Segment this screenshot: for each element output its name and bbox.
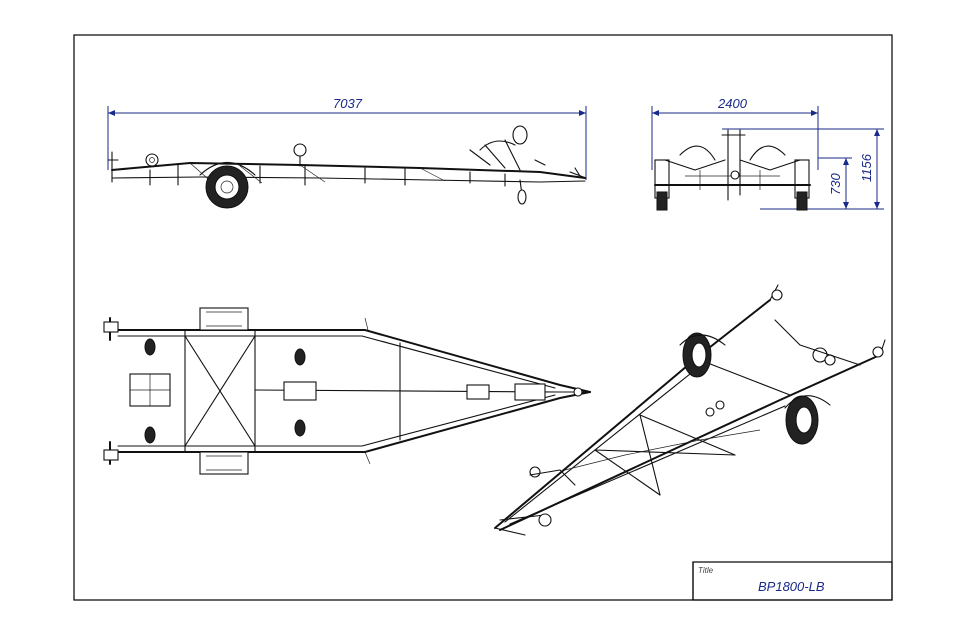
plan-wheel-left-icon bbox=[199, 307, 249, 331]
title-block-value: BP1800-LB bbox=[758, 579, 825, 594]
width-dimension-label: 2400 bbox=[717, 96, 748, 111]
height-bunk-dimension-label: 730 bbox=[828, 173, 843, 195]
plan-view bbox=[103, 307, 591, 475]
height-total-dimension-label: 1156 bbox=[859, 153, 874, 182]
length-dimension-label: 7037 bbox=[333, 96, 363, 111]
isometric-view bbox=[494, 284, 886, 536]
rear-view: 2400 730 1156 bbox=[651, 96, 884, 211]
title-block-label: Title bbox=[698, 566, 714, 575]
side-view: 7037 bbox=[107, 96, 587, 209]
title-block: Title BP1800-LB bbox=[692, 561, 893, 601]
plan-wheel-right-icon bbox=[199, 451, 249, 475]
drawing-frame bbox=[73, 34, 893, 601]
